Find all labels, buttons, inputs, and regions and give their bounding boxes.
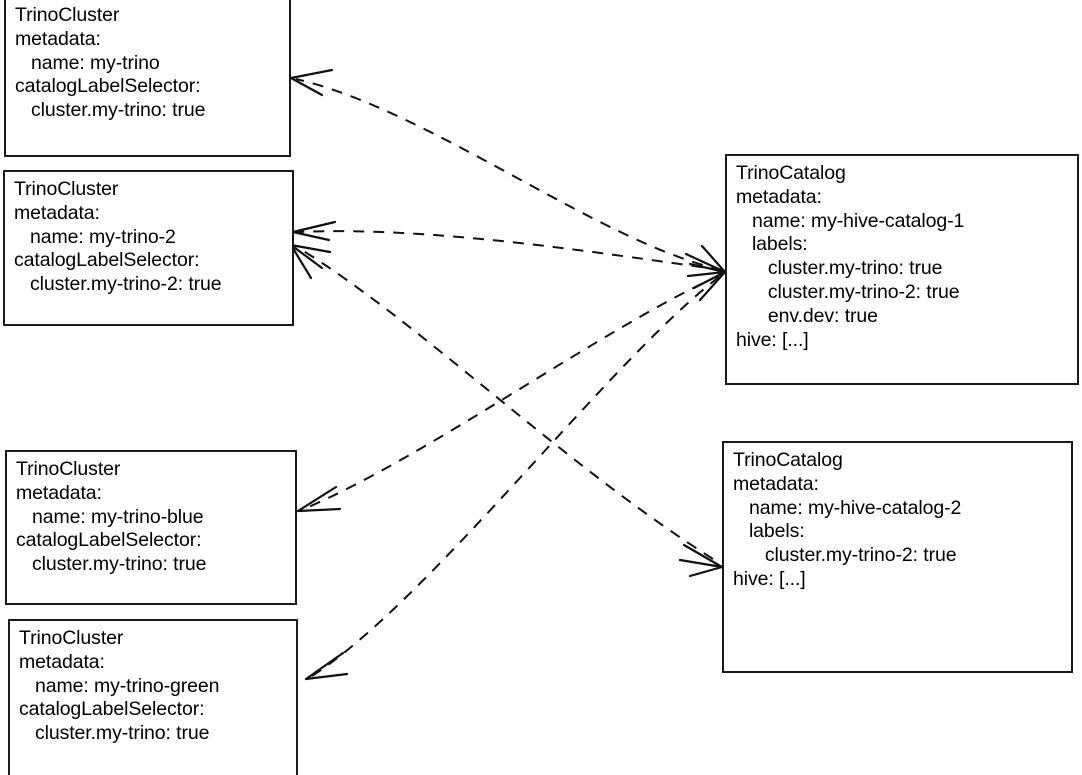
node-trinocluster-my-trino-2[interactable]: TrinoCluster metadata: name: my-trino-2 … [3,170,294,326]
edge-catalog1-to-my-trino-blue [296,274,721,513]
edge-catalog1-to-my-trino [289,68,723,271]
node-body-text: TrinoCluster metadata: name: my-trino-bl… [16,458,207,576]
node-body-text: TrinoCluster metadata: name: my-trino-gr… [19,627,220,745]
node-trinocluster-my-trino-blue[interactable]: TrinoCluster metadata: name: my-trino-bl… [5,450,297,605]
edge-arrowhead-catalog2 [678,543,724,578]
edge-hub-arrowheads-catalog1 [684,244,727,302]
node-body-text: TrinoCatalog metadata: name: my-hive-cat… [733,449,962,590]
node-body-text: TrinoCluster metadata: name: my-trino-2 … [14,178,222,296]
edge-catalog1-to-my-trino-2 [291,220,723,271]
node-trinocluster-my-trino-green[interactable]: TrinoCluster metadata: name: my-trino-gr… [8,619,298,775]
node-body-text: TrinoCatalog metadata: name: my-hive-cat… [736,162,965,351]
node-trinocluster-my-trino[interactable]: TrinoCluster metadata: name: my-trino ca… [4,0,291,157]
node-body-text: TrinoCluster metadata: name: my-trino ca… [15,4,206,122]
edge-catalog2-to-my-trino-2 [289,243,714,560]
node-trinocatalog-my-hive-catalog-1[interactable]: TrinoCatalog metadata: name: my-hive-cat… [725,154,1079,385]
node-trinocatalog-my-hive-catalog-2[interactable]: TrinoCatalog metadata: name: my-hive-cat… [722,441,1073,673]
edge-catalog1-to-my-trino-green [304,276,720,681]
